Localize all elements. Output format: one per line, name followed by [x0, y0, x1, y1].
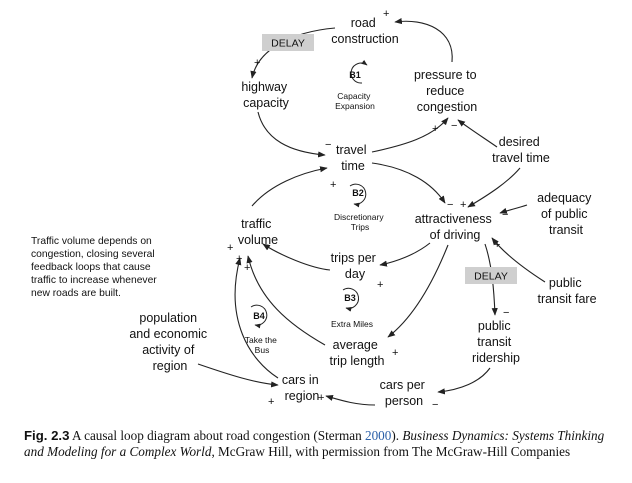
var-traffic-volume: traffic volume — [238, 217, 278, 247]
link-attractiveness-to-trips-per-day — [379, 242, 431, 267]
polarity-sign: + — [383, 8, 389, 20]
link-public-transit-fare-to-attractiveness — [491, 237, 546, 283]
link-desired-travel-time-to-attractiveness — [467, 167, 521, 208]
polarity-sign: + — [236, 253, 242, 265]
loop-b2: B2 Discretionary Trips — [334, 183, 386, 232]
polarity-sign: + — [254, 57, 260, 69]
var-trips-per-day: trips per day — [331, 251, 380, 281]
link-population-to-cars-in-region — [197, 363, 279, 388]
polarity-sign: + — [392, 347, 398, 359]
polarity-sign: + — [494, 239, 500, 251]
delay-mark-road-construction: DELAY — [262, 34, 314, 51]
book-title: Business Dynamics: Systems Thinking and … — [24, 428, 605, 459]
svg-text:DELAY: DELAY — [271, 38, 305, 50]
svg-text:B3: B3 — [344, 293, 356, 303]
svg-text:B2: B2 — [352, 188, 364, 198]
svg-text:Extra Miles: Extra Miles — [331, 319, 373, 329]
link-traffic-volume-to-travel-time — [251, 166, 328, 207]
svg-text:DELAY: DELAY — [474, 271, 508, 283]
link-average-trip-length-to-traffic-volume — [246, 255, 326, 346]
link-desired-travel-time-to-pressure — [457, 119, 498, 148]
svg-text:B4: B4 — [253, 311, 265, 321]
link-pressure-to-road-construction — [394, 18, 453, 63]
var-public-transit-fare: public transit fare — [537, 276, 596, 306]
polarity-sign: + — [460, 199, 466, 211]
var-population-and-economic-activity: population and economic activity of regi… — [129, 311, 210, 373]
var-attractiveness-of-driving: attractiveness of driving — [415, 212, 496, 242]
var-road-construction: road construction — [331, 16, 398, 46]
polarity-sign: − — [432, 399, 438, 411]
loop-b3: B3 Extra Miles — [331, 287, 373, 329]
polarity-sign: + — [268, 396, 274, 408]
polarity-sign: − — [503, 307, 509, 319]
link-cars-in-region-to-traffic-volume — [234, 257, 279, 379]
polarity-sign: − — [447, 199, 453, 211]
polarity-sign: + — [227, 242, 233, 254]
figure-number: Fig. 2.3 — [24, 428, 70, 443]
polarity-signs: + + − + − − + + − + + + + + − + + + − — [227, 8, 509, 411]
link-travel-time-to-pressure — [371, 117, 449, 153]
delay-mark-public-transit: DELAY — [465, 267, 517, 284]
link-public-transit-ridership-to-cars-per-person — [437, 367, 491, 395]
side-note: Traffic volume depends on congestion, cl… — [31, 236, 160, 299]
link-travel-time-to-attractiveness — [371, 162, 446, 204]
var-cars-in-region: cars in region — [282, 373, 322, 403]
link-adequacy-to-attractiveness — [499, 204, 528, 214]
var-public-transit-ridership: public transit ridership — [472, 319, 520, 365]
loop-b4: B4 Take the Bus — [245, 304, 280, 355]
var-pressure-to-reduce-congestion: pressure to reduce congestion — [414, 68, 480, 114]
var-travel-time: travel time — [336, 143, 370, 173]
var-highway-capacity: highway capacity — [241, 80, 290, 110]
link-cars-per-person-to-cars-in-region — [325, 394, 376, 406]
svg-text:B1: B1 — [349, 70, 361, 80]
var-cars-per-person: cars per person — [380, 378, 429, 408]
polarity-sign: + — [330, 179, 336, 191]
polarity-sign: + — [377, 279, 383, 291]
link-highway-capacity-to-travel-time — [257, 111, 326, 158]
link-attractiveness-to-average-trip-length — [387, 244, 449, 338]
var-average-trip-length: average trip length — [330, 338, 385, 368]
polarity-sign: + — [318, 392, 324, 404]
svg-text:Take the Bus: Take the Bus — [245, 335, 280, 355]
causal-loop-diagram: DELAY DELAY road construction highway ca… — [31, 8, 597, 411]
loop-b1: B1 Capacity Expansion — [335, 59, 375, 111]
link-trips-per-day-to-traffic-volume — [262, 243, 331, 271]
variables: road construction highway capacity press… — [129, 16, 596, 408]
var-desired-travel-time: desired travel time — [492, 135, 550, 165]
figure-caption: Fig. 2.3 A causal loop diagram about roa… — [24, 428, 605, 459]
citation-year-link[interactable]: 2000 — [364, 428, 392, 443]
var-adequacy-of-public-transit: adequacy of public transit — [537, 191, 595, 237]
svg-text:Discretionary Trips: Discretionary Trips — [334, 212, 386, 232]
polarity-sign: + — [432, 123, 438, 135]
polarity-sign: + — [244, 262, 250, 274]
polarity-sign: − — [325, 139, 331, 151]
polarity-sign: − — [502, 209, 508, 221]
polarity-sign: − — [451, 120, 457, 132]
svg-text:Capacity Expansion: Capacity Expansion — [335, 91, 375, 111]
